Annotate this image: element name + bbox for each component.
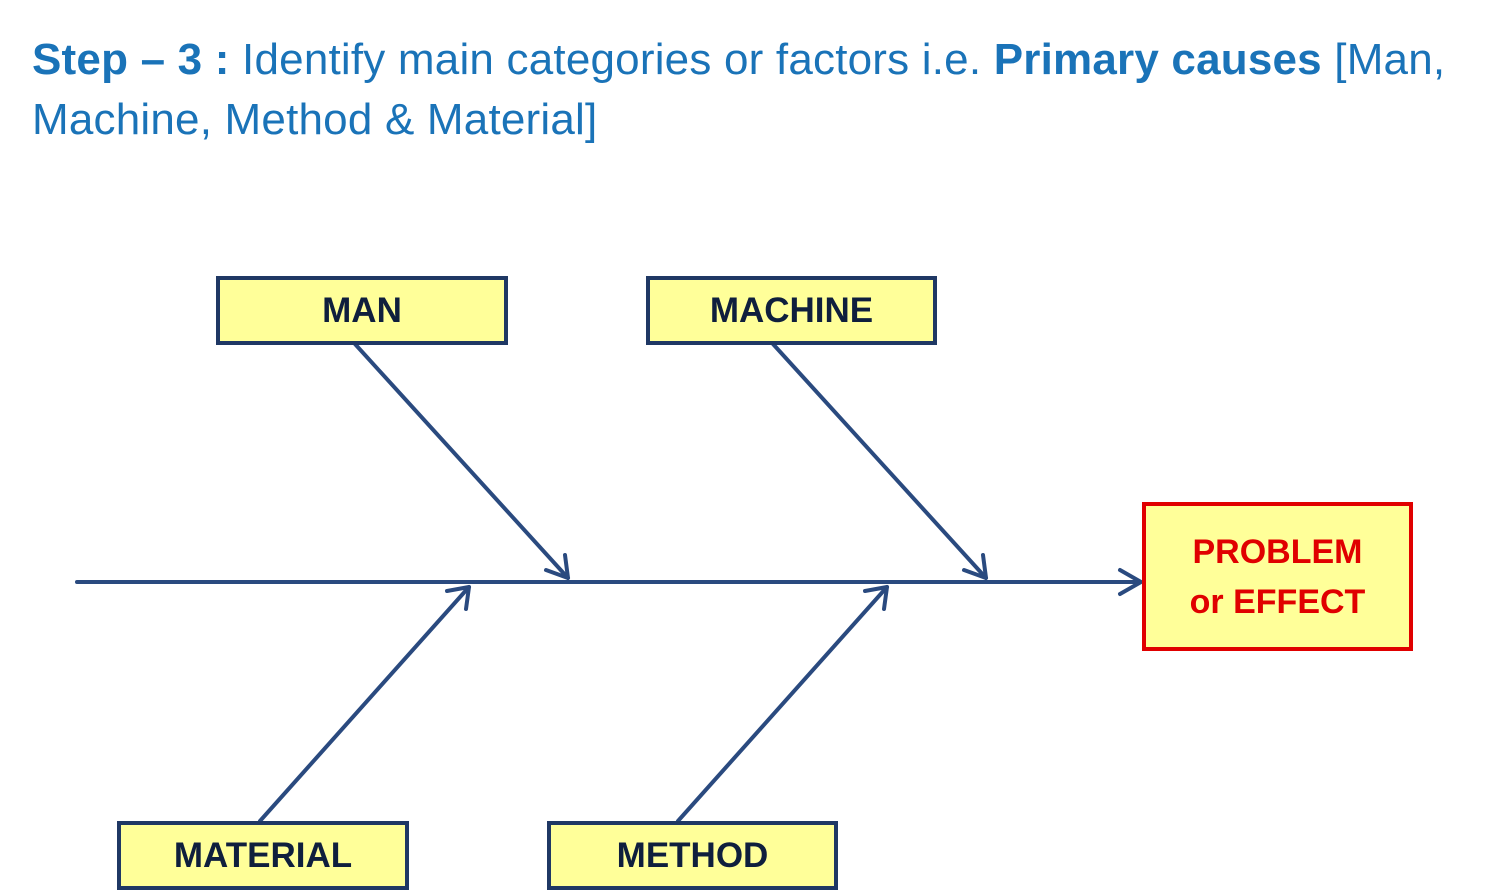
method-bone bbox=[676, 585, 889, 823]
cause-label-material: MATERIAL bbox=[173, 835, 353, 875]
heading-emphasis: Primary causes bbox=[993, 35, 1322, 84]
step-label: Step – 3 : bbox=[32, 35, 230, 84]
man-bone bbox=[353, 342, 570, 580]
heading-text-before: Identify main categories or factors i.e. bbox=[229, 35, 994, 84]
machine-arrowhead bbox=[962, 553, 988, 580]
heading-text-after: [Man, Machine, Method & Material] bbox=[32, 35, 1446, 144]
spine-arrowhead bbox=[1118, 568, 1143, 596]
cause-box-material: MATERIAL bbox=[117, 821, 409, 890]
slide-heading: Step – 3 : Identify main categories or f… bbox=[32, 30, 1472, 150]
material-arrowhead bbox=[445, 585, 471, 611]
cause-label-method: METHOD bbox=[616, 835, 769, 875]
machine-bone bbox=[771, 342, 988, 580]
man-arrowhead bbox=[544, 553, 570, 580]
cause-box-method: METHOD bbox=[547, 821, 838, 890]
cause-label-man: MAN bbox=[322, 290, 402, 330]
effect-label-line2: or EFFECT bbox=[1189, 582, 1366, 621]
effect-label-line1: PROBLEM bbox=[1192, 532, 1363, 571]
cause-label-machine: MACHINE bbox=[709, 290, 874, 330]
material-bone bbox=[258, 585, 471, 823]
method-arrowhead bbox=[863, 585, 889, 611]
cause-box-man: MAN bbox=[216, 276, 508, 345]
cause-box-machine: MACHINE bbox=[646, 276, 937, 345]
effect-box: PROBLEM or EFFECT bbox=[1142, 502, 1413, 651]
